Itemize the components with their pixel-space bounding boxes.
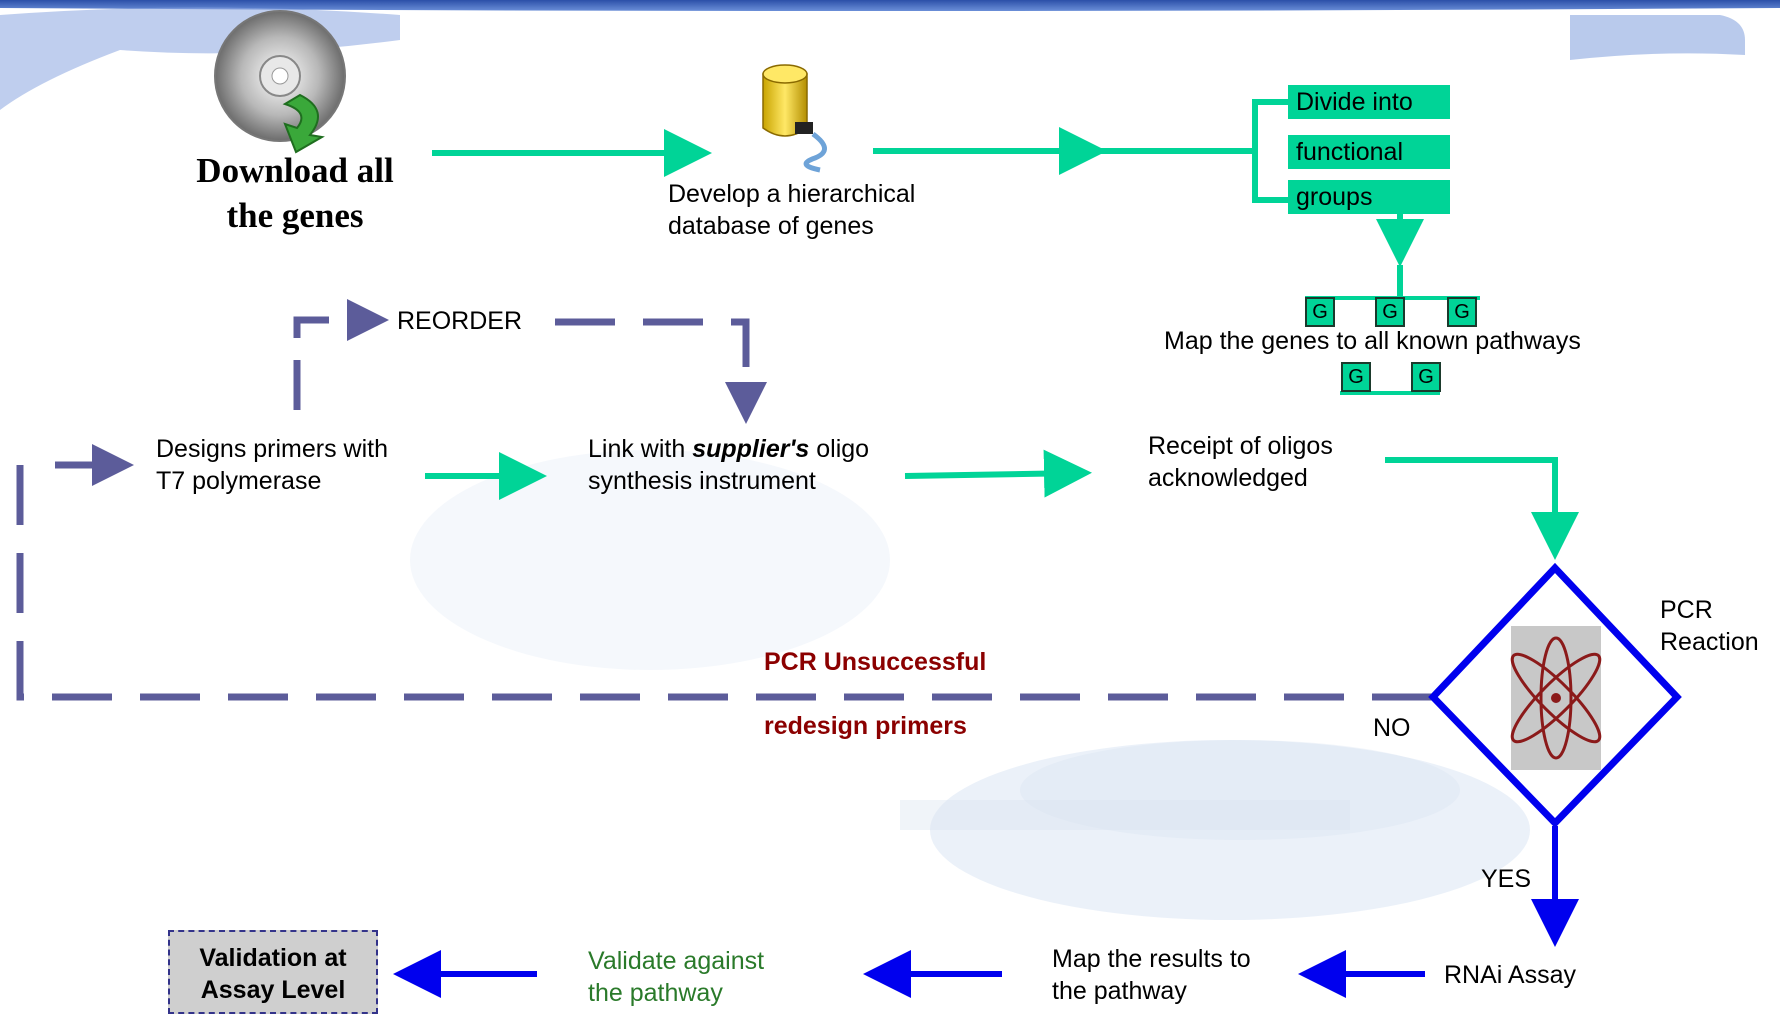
- functional-box: functional: [1288, 135, 1450, 169]
- receipt-step: Receipt of oligos acknowledged: [1148, 430, 1333, 494]
- receipt-line-1: Receipt of oligos: [1148, 432, 1333, 460]
- download-line-1: Download all: [196, 151, 394, 190]
- database-line-2: database of genes: [668, 212, 874, 240]
- validation-assay-box: Validation at Assay Level: [168, 930, 378, 1014]
- link-line-1: Link with supplier's oligo: [588, 433, 869, 465]
- validate-pathway-step: Validate against the pathway: [588, 945, 764, 1009]
- cd-download-icon: [214, 10, 346, 154]
- yes-label: YES: [1481, 865, 1532, 893]
- link-suffix: oligo: [809, 435, 870, 463]
- link-line-2: synthesis instrument: [588, 467, 816, 495]
- map-results-line-2: the pathway: [1052, 977, 1187, 1005]
- gene-node-2: G: [1375, 297, 1405, 327]
- database-line-1: Develop a hierarchical: [668, 180, 916, 208]
- designs-primers-step: Designs primers with T7 polymerase: [156, 433, 388, 497]
- pcr-unsuccessful-label: PCR Unsuccessful: [764, 648, 987, 676]
- gene-node-4: G: [1341, 362, 1371, 392]
- map-genes-label: Map the genes to all known pathways: [1164, 327, 1581, 355]
- validate-line-1: Validate against: [588, 947, 765, 975]
- link-emphasis: supplier's: [692, 435, 810, 463]
- download-step: Download all the genes: [175, 148, 415, 238]
- pcr-line-2: Reaction: [1660, 628, 1759, 656]
- link-prefix: Link with: [588, 435, 693, 463]
- validation-line-2: Assay Level: [200, 976, 346, 1004]
- download-line-2: the genes: [226, 196, 364, 235]
- pcr-reaction-label: PCR Reaction: [1660, 594, 1759, 658]
- rnai-assay-step: RNAi Assay: [1444, 961, 1576, 989]
- redesign-primers-label: redesign primers: [764, 712, 967, 740]
- pcr-diamond: [1428, 562, 1682, 829]
- no-label: NO: [1373, 714, 1411, 742]
- pcr-line-1: PCR: [1660, 596, 1713, 624]
- validate-line-2: the pathway: [588, 979, 723, 1007]
- map-results-step: Map the results to the pathway: [1052, 943, 1251, 1007]
- designs-line-2: T7 polymerase: [156, 467, 322, 495]
- link-supplier-step: Link with supplier's oligo synthesis ins…: [588, 433, 869, 497]
- gene-node-1: G: [1305, 297, 1335, 327]
- gene-node-5: G: [1411, 362, 1441, 392]
- groups-box: groups: [1288, 180, 1450, 214]
- database-icon: [762, 64, 827, 173]
- gene-node-3: G: [1447, 297, 1477, 327]
- validation-line-1: Validation at: [199, 944, 347, 972]
- receipt-line-2: acknowledged: [1148, 464, 1308, 492]
- designs-line-1: Designs primers with: [156, 435, 389, 463]
- divide-box: Divide into: [1288, 85, 1450, 119]
- reorder-label: REORDER: [397, 307, 523, 335]
- map-results-line-1: Map the results to: [1052, 945, 1251, 973]
- database-step: Develop a hierarchical database of genes: [668, 178, 915, 242]
